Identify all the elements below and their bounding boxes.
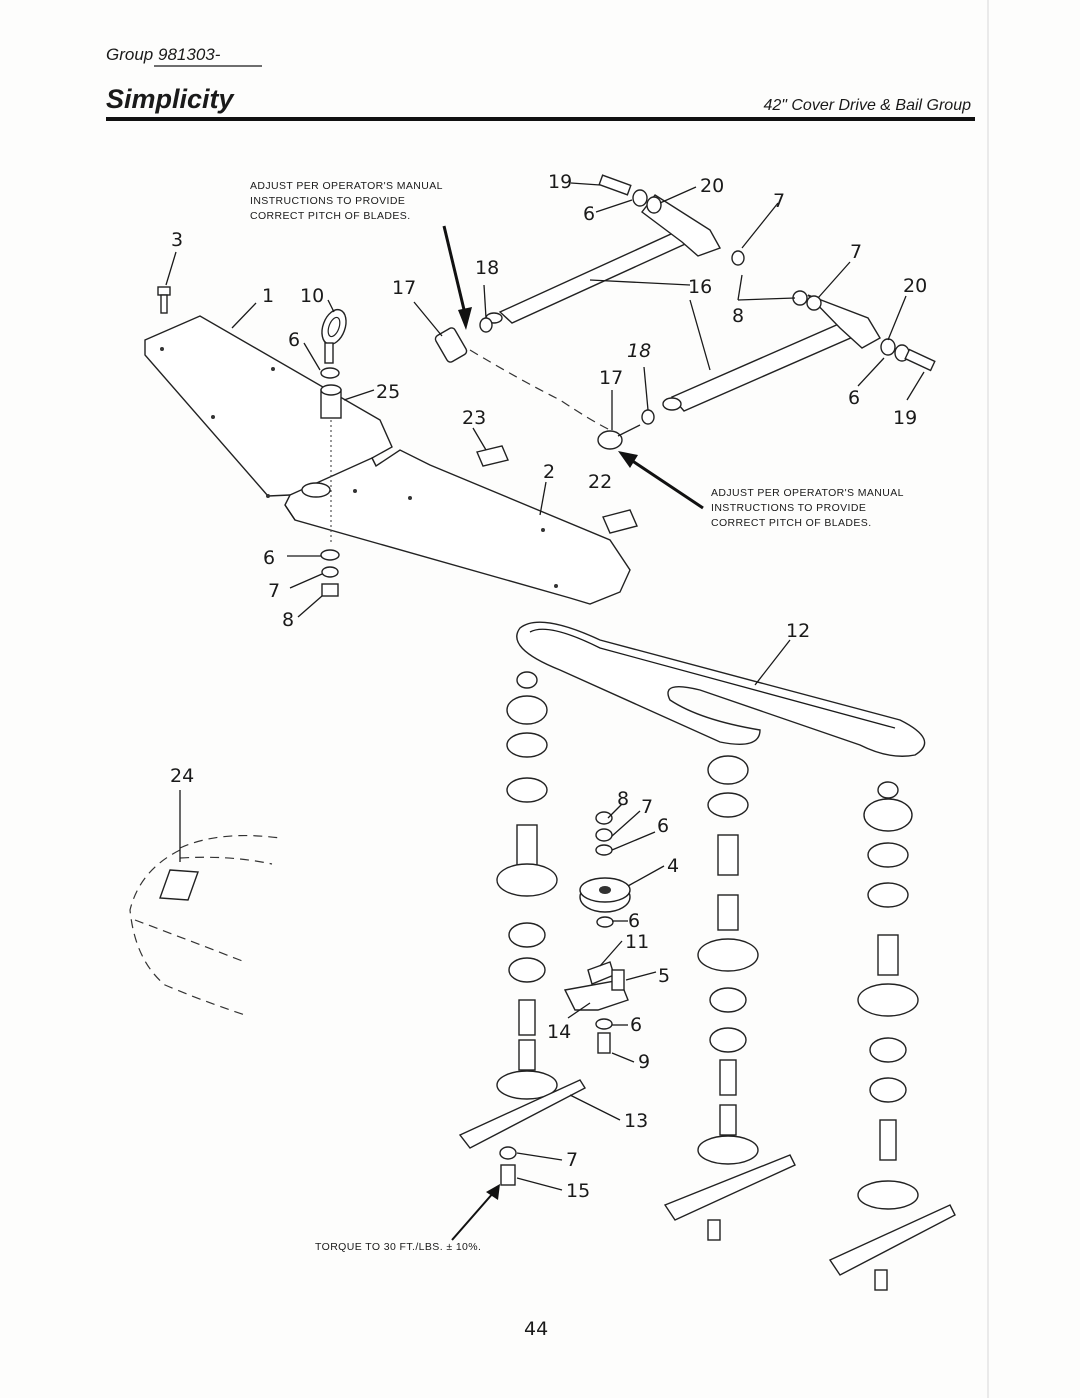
callout-9: 9 [638,1051,650,1073]
spindle-middle [663,755,796,1241]
spindle-right [828,781,956,1291]
brand-logo: Simplicity [106,84,236,114]
group-number: 981303- [158,45,221,64]
callout-6-d: 6 [263,547,275,569]
callout-7-d: 7 [641,796,653,818]
torque-note: TORQUE TO 30 FT./LBS. ± 10%. [315,1241,481,1253]
note-top-arrowhead [458,307,472,330]
callout-18-a: 18 [475,257,499,279]
callout-1: 1 [262,285,274,307]
deck-decal-area [129,790,281,1016]
callout-16: 16 [688,276,712,298]
callout-7-b: 7 [850,241,862,263]
adjust-note-top: ADJUST PER OPERATOR'S MANUAL INSTRUCTION… [250,180,472,330]
lift-arm-lower [662,294,881,412]
callout-6-a: 6 [288,329,300,351]
cover-notch [301,482,331,498]
idler-assembly [563,811,631,1054]
section-title: 42" Cover Drive & Bail Group [763,97,971,114]
callout-20-b: 20 [903,275,927,297]
bolt-3 [157,251,177,314]
callout-19-a: 19 [548,171,572,193]
callout-10: 10 [300,285,324,307]
note-right-line-1: ADJUST PER OPERATOR'S MANUAL [711,487,904,499]
hardware-top [598,174,822,311]
callout-23: 23 [462,407,486,429]
callout-6-b: 6 [583,203,595,225]
callout-18-b: 18 [627,340,651,362]
note-top-line-1: ADJUST PER OPERATOR'S MANUAL [250,180,443,192]
callout-6-f: 6 [628,910,640,932]
spindle-left [458,671,586,1149]
eye-bolt-assembly [320,308,347,597]
callout-6-g: 6 [630,1014,642,1036]
callout-7-a: 7 [773,190,785,212]
callout-6-e: 6 [657,815,669,837]
callout-7-e: 7 [566,1149,578,1171]
nut [321,583,339,597]
note-top-arrow [442,225,468,319]
hardware-right [880,338,936,372]
drive-belt [516,621,926,757]
leader-lines [231,182,925,1191]
callout-25: 25 [376,381,400,403]
decal-22 [602,509,638,534]
lift-arm-upper [485,194,722,324]
header-rule [106,117,975,121]
decal-23 [476,445,509,467]
adjustment-link-upper [434,317,611,431]
callout-24: 24 [170,765,194,787]
callout-6-c: 6 [848,387,860,409]
adjustment-link-lower [597,409,655,450]
callout-14: 14 [547,1021,571,1043]
callout-8-c: 8 [617,788,629,810]
page-number: 44 [524,1318,548,1340]
callout-12: 12 [786,620,810,642]
callout-5: 5 [658,965,670,987]
callout-4: 4 [667,855,679,877]
note-right-line-3: CORRECT PITCH OF BLADES. [711,517,872,529]
adjust-note-right: ADJUST PER OPERATOR'S MANUAL INSTRUCTION… [618,451,904,529]
decal-24 [159,869,199,901]
callout-19-b: 19 [893,407,917,429]
callout-17-a: 17 [392,277,416,299]
note-top-line-2: INSTRUCTIONS TO PROVIDE [250,195,405,207]
callout-3: 3 [171,229,183,251]
callout-numbers: 3 1 10 6 25 17 18 19 6 20 7 7 16 8 20 18… [170,171,927,1202]
callout-11: 11 [625,931,649,953]
callout-20-a: 20 [700,175,724,197]
callout-22: 22 [588,471,612,493]
deck-cover [144,315,631,605]
callout-15: 15 [566,1180,590,1202]
callout-2: 2 [543,461,555,483]
group-label: Group [106,45,153,64]
washer [320,367,340,379]
note-top-line-3: CORRECT PITCH OF BLADES. [250,210,411,222]
callout-17-b: 17 [599,367,623,389]
callout-8-a: 8 [732,305,744,327]
callout-13: 13 [624,1110,648,1132]
note-right-line-2: INSTRUCTIONS TO PROVIDE [711,502,866,514]
callout-7-c: 7 [268,580,280,602]
blade-hardware [451,1146,517,1241]
callout-8-b: 8 [282,609,294,631]
